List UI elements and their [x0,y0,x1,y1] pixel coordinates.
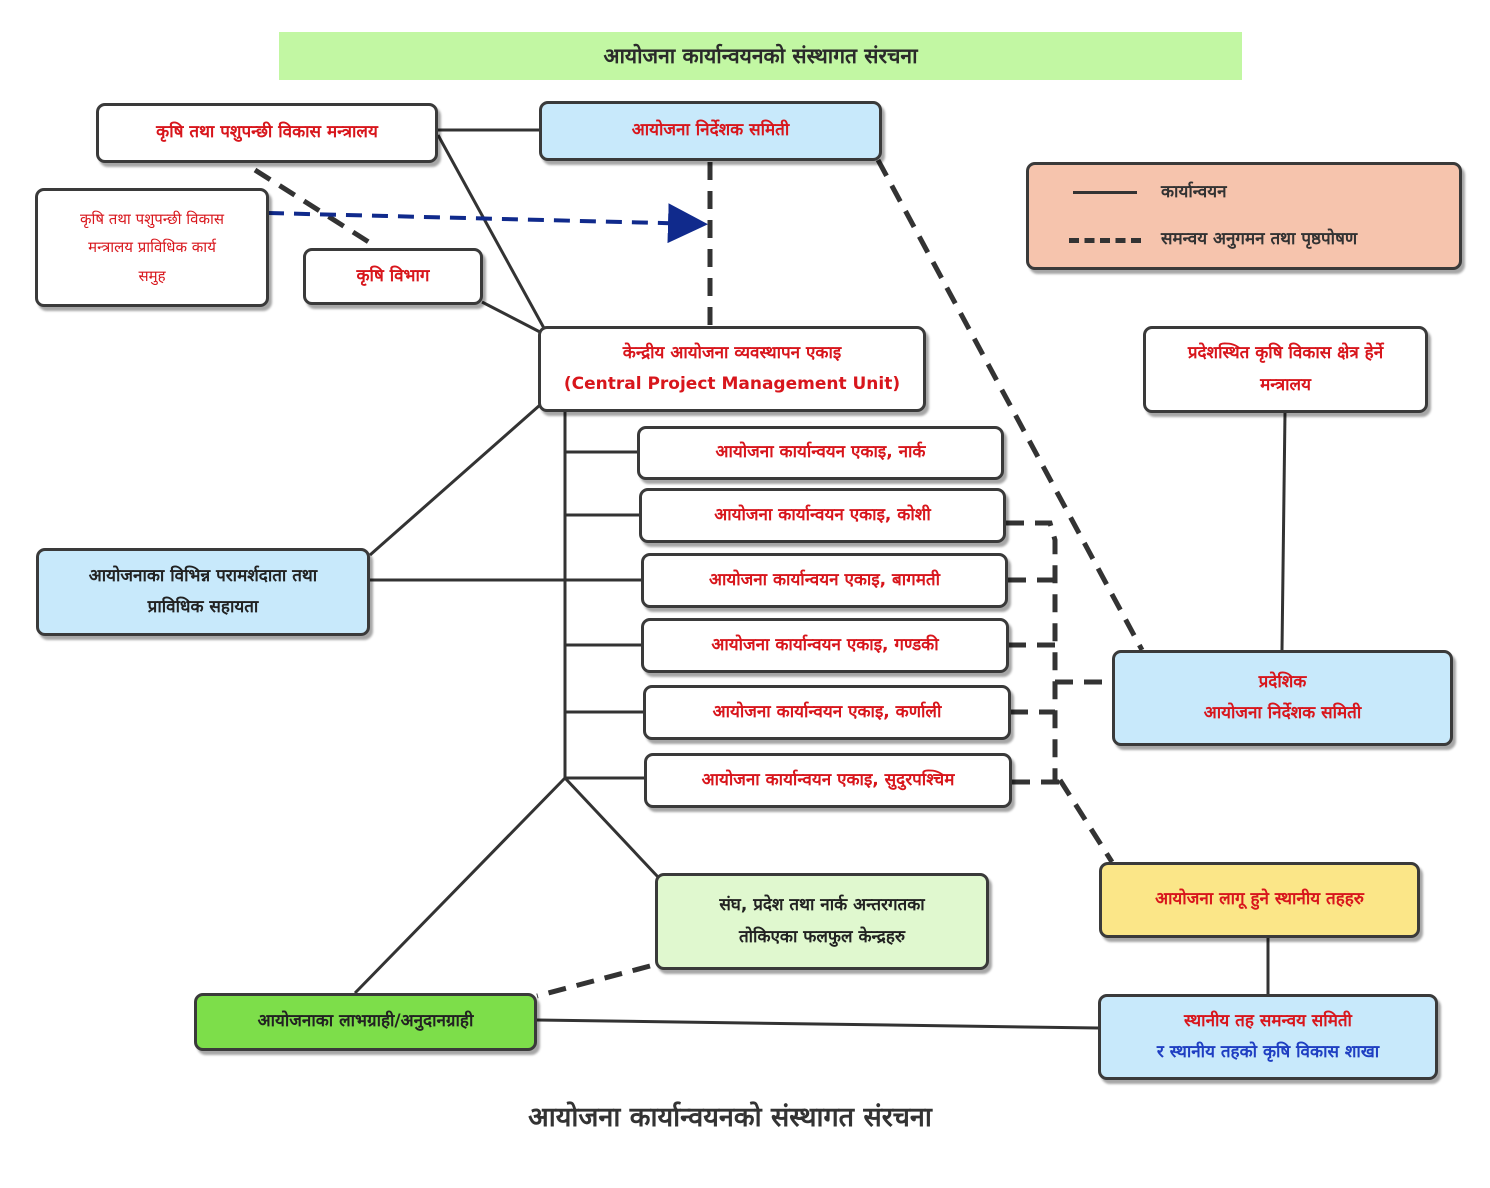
technical-group-line-3: समुह [138,266,166,285]
agri-department-label: कृषि विभाग [356,265,430,286]
consultants-line-1: आयोजनाका विभिन्न परामर्शदाता तथा [88,565,318,586]
province-steering-line-1: प्रदेशिक [1258,671,1307,692]
technical-group-box: कृषि तथा पशुपन्छी विकास मन्त्रालय प्रावि… [35,188,269,307]
implementation-unit-box: आयोजना कार्यान्वयन एकाइ, कर्णाली [643,685,1011,740]
line-cpmu-consultants [369,403,541,557]
dash-province-local [1057,778,1115,864]
implementation-unit-box: आयोजना कार्यान्वयन एकाइ, बागमती [641,553,1008,608]
province-steering-box: प्रदेशिक आयोजना निर्देशक समिती [1112,650,1453,746]
local-levels-label: आयोजना लागू हुने स्थानीय तहहरु [1155,889,1364,910]
dash-fruit-beneficiaries [536,963,651,999]
ministry-box: कृषि तथा पशुपन्छी विकास मन्त्रालय [96,103,438,163]
cpmu-line-1: केन्द्रीय आयोजना व्यवस्थापन एकाइ [622,342,842,363]
implementation-unit-label: आयोजना कार्यान्वयन एकाइ, कर्णाली [712,701,942,722]
technical-group-line-2: मन्त्रालय प्राविधिक कार्य [88,238,216,257]
consultants-line-2: प्राविधिक सहायता [147,597,259,617]
implementation-unit-label: आयोजना कार्यान्वयन एकाइ, कोशी [714,504,931,525]
cpmu-line-2: (Central Project Management Unit) [563,374,901,394]
dash-arrow-tech-to-steering [267,203,708,244]
local-committee-box: स्थानीय तह समन्वय समिती र स्थानीय तहको क… [1098,994,1438,1080]
implementation-unit-box: आयोजना कार्यान्वयन एकाइ, गण्डकी [641,618,1009,673]
fruit-centers-line-1: संघ, प्रदेश तथा नार्क अन्तरगतका [719,895,925,916]
fruit-centers-box: संघ, प्रदेश तथा नार्क अन्तरगतका तोकिएका … [655,873,989,970]
implementation-unit-box: आयोजना कार्यान्वयन एकाइ, कोशी [639,488,1006,543]
beneficiaries-label: आयोजनाका लाभग्राही/अनुदानग्राही [257,1011,474,1032]
dash-ministry-agri-dept [253,167,377,249]
dash-steering-province [875,158,1145,652]
implementation-unit-label: आयोजना कार्यान्वयन एकाइ, सुदुरपश्चिम [701,769,955,790]
local-committee-line-1: स्थानीय तह समन्वय समिती [1184,1010,1352,1031]
fruit-centers-line-2: तोकिएका फलफुल केन्द्रहरु [738,926,906,947]
implementation-unit-label: आयोजना कार्यान्वयन एकाइ, बागमती [708,569,940,590]
legend-solid-line [1073,191,1137,194]
province-ministry-line-2: मन्त्रालय [1260,374,1311,395]
agri-department-box: कृषि विभाग [303,248,483,305]
technical-group-line-1: कृषि तथा पशुपन्छी विकास [79,209,225,228]
line-trunk-fruit-centers [563,776,660,879]
implementation-unit-box: आयोजना कार्यान्वयन एकाइ, नार्क [637,426,1004,480]
province-ministry-line-1: प्रदेशस्थित कृषि विकास क्षेत्र हेर्ने [1187,343,1384,364]
ministry-label: कृषि तथा पशुपन्छी विकास मन्त्रालय [156,122,378,143]
legend: कार्यान्वयन समन्वय अनुगमन तथा पृष्ठपोषण [1026,162,1462,270]
implementation-unit-label: आयोजना कार्यान्वयन एकाइ, गण्डकी [711,634,939,655]
line-ministry-cpmu [436,134,547,331]
line-agri-dept-cpmu [481,300,541,334]
steering-committee-label: आयोजना निर्देशक समिती [631,120,790,141]
dash-units-bracket [1006,520,1058,780]
beneficiaries-box: आयोजनाका लाभग्राही/अनुदानग्राही [194,993,537,1051]
diagram-caption: आयोजना कार्यान्वयनको संस्थागत संरचना [528,1101,932,1133]
legend-dashed-label: समन्वय अनुगमन तथा पृष्ठपोषण [1161,229,1358,249]
consultants-box: आयोजनाका विभिन्न परामर्शदाता तथा प्राविध… [36,548,370,636]
steering-committee-box: आयोजना निर्देशक समिती [539,101,882,161]
legend-dashed-line [1069,238,1141,243]
line-trunk-beneficiaries [353,776,567,995]
line-province-ministry-steering [1280,411,1287,651]
diagram-title: आयोजना कार्यान्वयनको संस्थागत संरचना [279,32,1242,80]
cpmu-box: केन्द्रीय आयोजना व्यवस्थापन एकाइ (Centra… [538,326,926,412]
local-levels-box: आयोजना लागू हुने स्थानीय तहहरु [1099,862,1420,938]
province-steering-line-2: आयोजना निर्देशक समिती [1203,703,1362,723]
legend-solid-label: कार्यान्वयन [1161,182,1227,202]
implementation-unit-label: आयोजना कार्यान्वयन एकाइ, नार्क [715,442,926,463]
line-beneficiaries-local-committee [536,1018,1099,1030]
province-ministry-box: प्रदेशस्थित कृषि विकास क्षेत्र हेर्ने मन… [1143,326,1428,413]
implementation-unit-box: आयोजना कार्यान्वयन एकाइ, सुदुरपश्चिम [644,753,1012,808]
local-committee-line-2: र स्थानीय तहको कृषि विकास शाखा [1156,1042,1380,1062]
